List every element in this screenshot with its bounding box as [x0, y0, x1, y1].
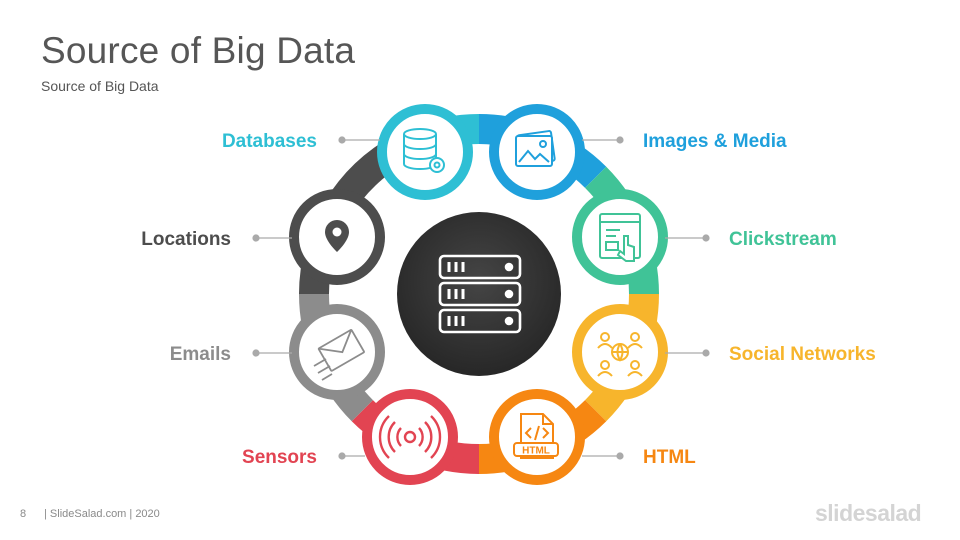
images-media-icon: [515, 130, 556, 167]
html-file-icon: HTML: [513, 413, 559, 459]
email-send-icon: [313, 329, 365, 381]
label-html: HTML: [643, 447, 696, 468]
location-pin-icon: [325, 220, 349, 252]
social-network-icon: [597, 332, 643, 377]
connector-dot-locations: [252, 234, 260, 242]
footer-source: | SlideSalad.com | 2020: [44, 508, 160, 520]
node-clickstream: [572, 189, 668, 285]
node-databases: [377, 104, 473, 200]
label-clickstream: Clickstream: [729, 229, 837, 250]
svg-text:HTML: HTML: [522, 446, 550, 457]
database-settings-icon: [403, 128, 445, 173]
label-emails: Emails: [170, 344, 231, 365]
label-social-networks: Social Networks: [729, 344, 876, 365]
connector-dot-images-media: [616, 136, 624, 144]
label-databases: Databases: [222, 131, 317, 152]
connectors: [252, 136, 710, 460]
label-images-media: Images & Media: [643, 131, 787, 152]
slidesalad-logo: slidesalad: [815, 500, 922, 526]
label-locations: Locations: [141, 229, 231, 250]
clickstream-icon: [599, 213, 641, 262]
server-icon: [438, 254, 522, 334]
connector-dot-social-networks: [702, 349, 710, 357]
label-sensors: Sensors: [242, 447, 317, 468]
connector-dot-sensors: [338, 452, 346, 460]
slide-subtitle: Source of Big Data: [41, 78, 159, 94]
connector-dot-emails: [252, 349, 260, 357]
page-number: 8: [20, 508, 27, 520]
sensor-signal-icon: [378, 415, 442, 459]
connector-dot-html: [616, 452, 624, 460]
center-circle: [397, 212, 561, 376]
node-html: [489, 389, 585, 485]
slide-title: Source of Big Data: [41, 30, 356, 71]
connector-dot-databases: [338, 136, 346, 144]
connector-dot-clickstream: [702, 234, 710, 242]
